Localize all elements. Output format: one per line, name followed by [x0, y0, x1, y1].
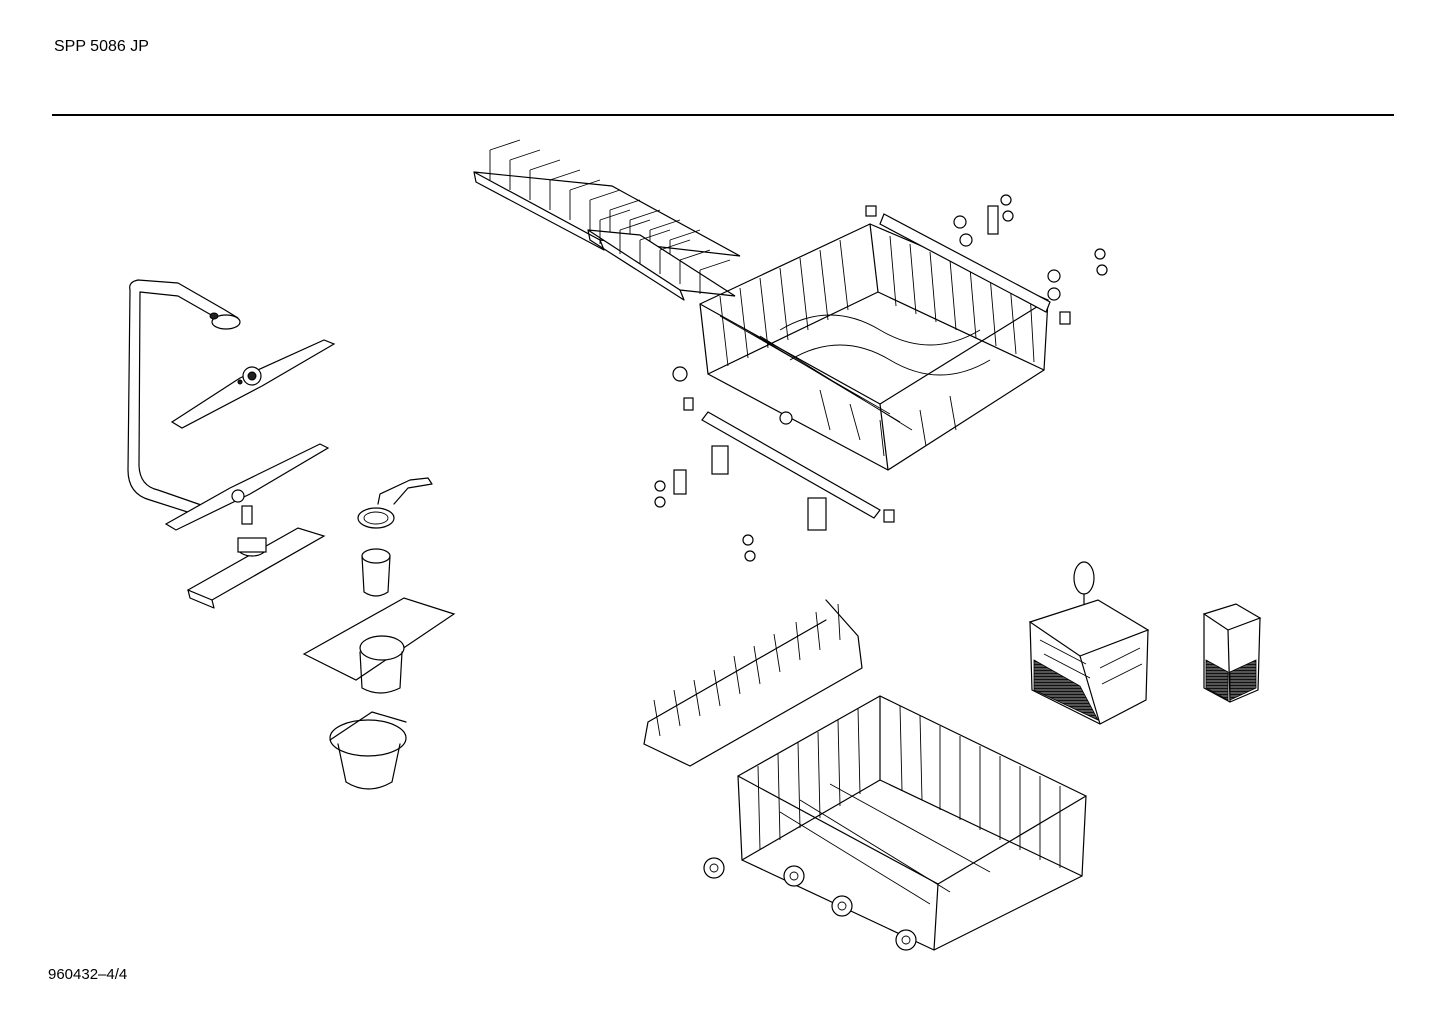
lower-basket [737, 695, 1087, 951]
header-divider [52, 114, 1394, 116]
filter-housing-parts [302, 477, 456, 790]
upper-basket-rollers [654, 194, 1108, 562]
fine-filter-plate [186, 527, 326, 609]
cutlery-basket-large [1028, 561, 1150, 725]
cutlery-basket-small [1202, 603, 1262, 703]
cup-rack-right [587, 209, 736, 301]
upper-basket [699, 223, 1049, 471]
lower-basket-wheels [703, 857, 917, 951]
upper-basket-rails [701, 213, 1051, 519]
lower-spray-arm [164, 443, 330, 531]
spray-arm-supply-pipe [127, 279, 241, 517]
model-code: SPP 5086 JP [54, 38, 149, 55]
document-number: 960432–4/4 [48, 966, 128, 983]
upper-spray-arm [170, 339, 336, 429]
fold-down-plate-rack [643, 599, 863, 767]
